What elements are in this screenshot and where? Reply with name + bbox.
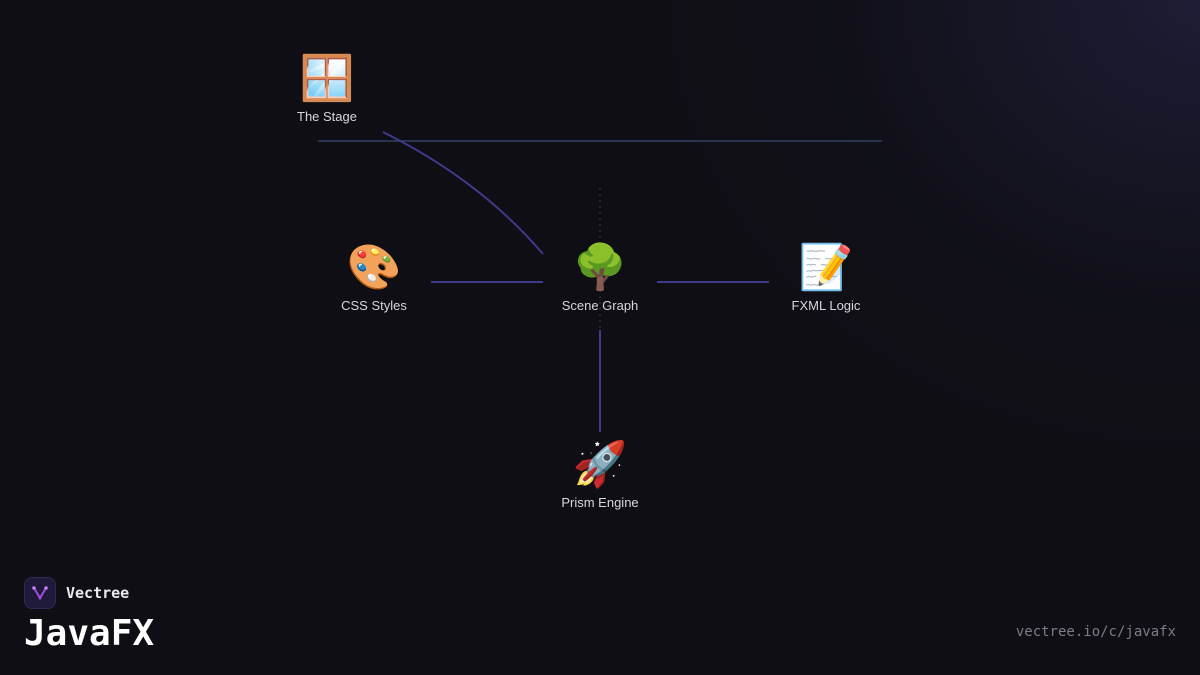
edge-stage-to-scene-graph	[382, 131, 544, 255]
node-label: Prism Engine	[561, 495, 639, 510]
page-title: JavaFX	[24, 613, 155, 654]
node-label: CSS Styles	[341, 298, 407, 313]
rocket-icon: 🚀	[572, 439, 628, 490]
vectree-logo-icon[interactable]	[24, 577, 56, 609]
memo-icon: 📝	[798, 242, 854, 293]
node-scene-graph[interactable]: 🌳 Scene Graph	[530, 242, 670, 314]
palette-icon: 🎨	[346, 242, 402, 293]
node-label: FXML Logic	[791, 298, 861, 313]
tree-icon: 🌳	[572, 242, 628, 293]
node-the-stage[interactable]: 🪟 The Stage	[257, 53, 397, 125]
window-icon: 🪟	[299, 53, 355, 104]
node-label: The Stage	[297, 109, 357, 124]
source-url[interactable]: vectree.io/c/javafx	[1015, 624, 1176, 640]
brand-name: Vectree	[66, 584, 130, 602]
node-label: Scene Graph	[561, 298, 639, 313]
brand-block: Vectree JavaFX	[24, 577, 154, 655]
node-prism-engine[interactable]: 🚀 Prism Engine	[530, 439, 670, 511]
node-css-styles[interactable]: 🎨 CSS Styles	[304, 242, 444, 314]
node-fxml-logic[interactable]: 📝 FXML Logic	[756, 242, 896, 314]
